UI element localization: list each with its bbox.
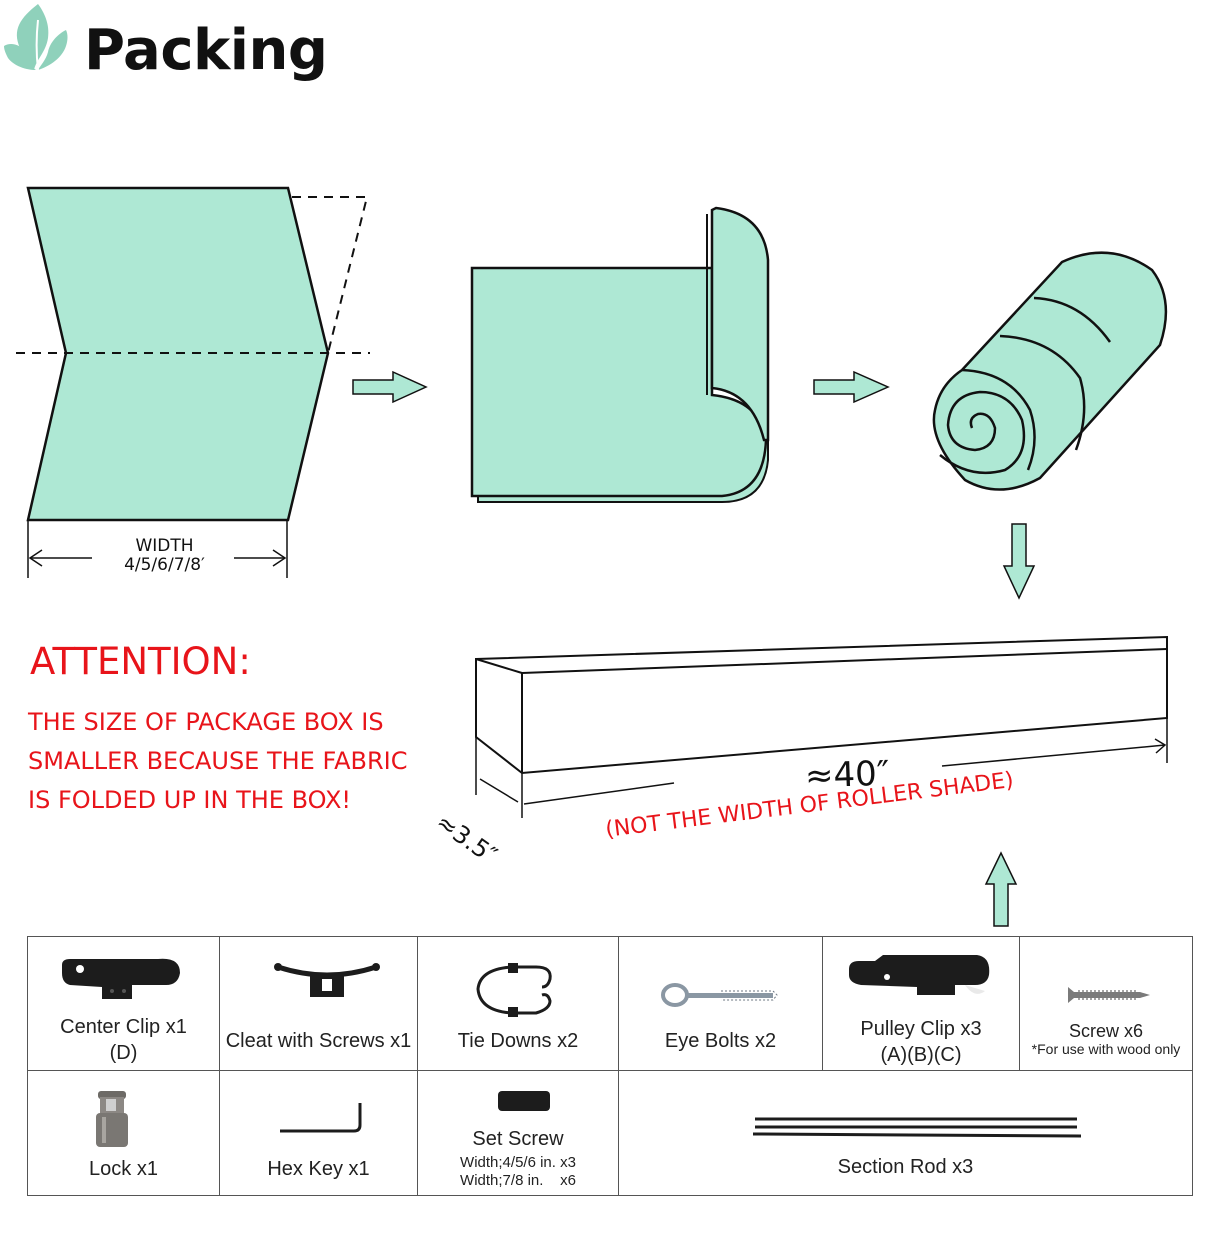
step4-package-box: [475, 635, 1168, 818]
step3-rolled-fabric: [932, 251, 1168, 491]
part-label: Set Screw: [472, 1128, 564, 1150]
part-hex-key: Hex Key x1: [220, 1071, 418, 1195]
parts-table: Center Clip x1 (D) Cleat with Screws x1 …: [27, 936, 1193, 1196]
lock-icon: [96, 1091, 128, 1147]
tie-down-hooks-icon: [476, 963, 552, 1017]
attention-line: THE SIZE OF PACKAGE BOX IS: [28, 708, 384, 736]
part-label: Section Rod x3: [837, 1156, 974, 1178]
part-label: Lock x1: [89, 1158, 158, 1180]
width-label: WIDTH: [135, 536, 194, 556]
set-screw-icon: [498, 1091, 550, 1111]
part-pulley-clip: Pulley Clip x3 (A)(B)(C): [823, 937, 1020, 1071]
screw-icon: [1068, 987, 1150, 1003]
section-rod-icon: [752, 1117, 1082, 1138]
step1-flat-fabric: [16, 186, 370, 578]
part-sub: Width;7/8 in. x6: [460, 1172, 576, 1189]
part-sub: Width;4/5/6 in. x3: [460, 1154, 576, 1171]
arrow-right-icon: [352, 370, 428, 404]
part-lock: Lock x1: [28, 1071, 220, 1195]
part-label: Hex Key x1: [267, 1158, 370, 1180]
part-set-screw: Set Screw Width;4/5/6 in. x3 Width;7/8 i…: [418, 1071, 619, 1195]
step2-fabric-corner: [470, 206, 770, 503]
arrow-right-icon: [813, 370, 890, 404]
arrow-down-icon: [1002, 523, 1036, 600]
width-values: 4/5/6/7/8′: [124, 555, 205, 575]
part-eye-bolts: Eye Bolts x2: [619, 937, 823, 1071]
part-section-rod: Section Rod x3: [619, 1071, 1192, 1195]
part-note: *For use with wood only: [1031, 1041, 1181, 1057]
part-sub: (A)(B)(C): [880, 1044, 962, 1066]
center-clip-icon: [62, 958, 180, 999]
attention-line: IS FOLDED UP IN THE BOX!: [28, 786, 352, 814]
pulley-clip-icon: [849, 955, 990, 995]
part-center-clip: Center Clip x1 (D): [28, 937, 220, 1071]
arrow-up-icon: [984, 851, 1018, 927]
hex-key-icon: [280, 1103, 362, 1133]
part-label: Center Clip x1: [60, 1016, 187, 1038]
part-label: Eye Bolts x2: [664, 1030, 777, 1052]
eye-bolt-icon: [661, 983, 778, 1007]
attention-heading: ATTENTION:: [30, 640, 251, 683]
cleat-icon: [274, 963, 380, 997]
part-label: Pulley Clip x3: [860, 1018, 982, 1040]
part-tie-downs: Tie Downs x2: [418, 937, 619, 1071]
leaf-icon: [4, 4, 68, 71]
part-label: Screw x6: [1068, 1021, 1144, 1041]
part-label: Cleat with Screws x1: [225, 1030, 412, 1052]
page-title: Packing: [84, 18, 328, 83]
part-label: Tie Downs x2: [457, 1030, 579, 1052]
packing-diagram: [16, 186, 1168, 927]
part-cleat: Cleat with Screws x1: [220, 937, 418, 1071]
part-sub: (D): [109, 1042, 138, 1064]
part-screw: Screw x6 *For use with wood only: [1020, 937, 1192, 1071]
attention-line: SMALLER BECAUSE THE FABRIC: [28, 747, 408, 775]
